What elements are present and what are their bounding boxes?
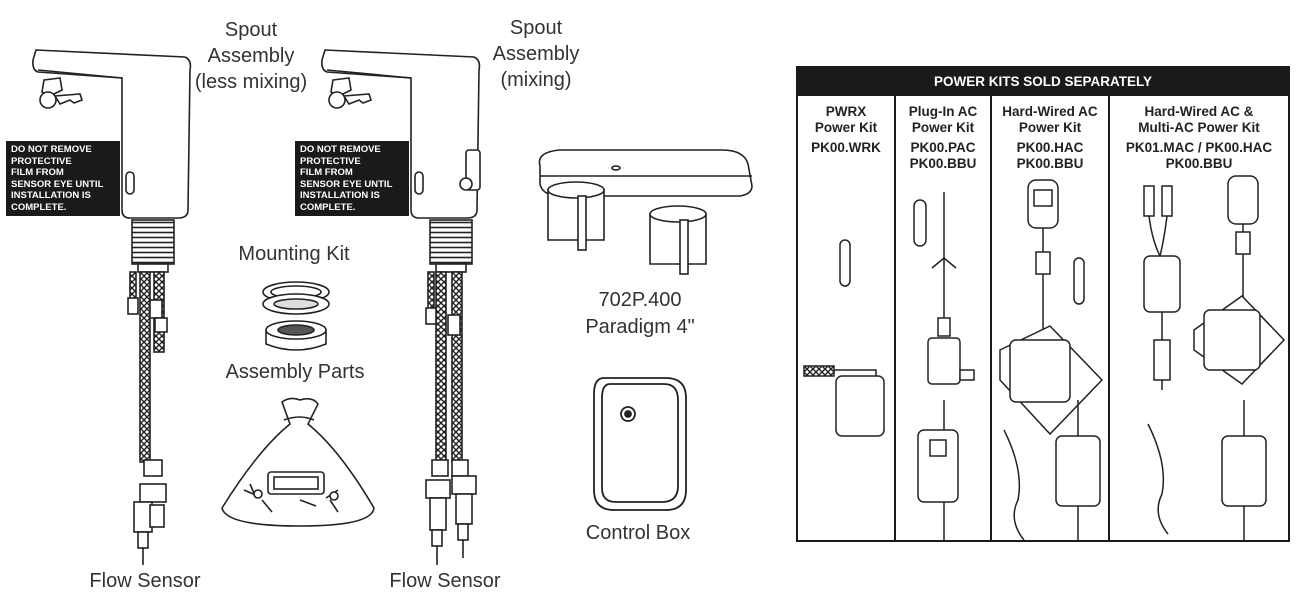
warning-line: DO NOT REMOVE <box>11 144 92 155</box>
kit-head-line: Power Kit <box>911 120 975 135</box>
kit-code: PK00.WRK <box>811 140 881 155</box>
warning-line: INSTALLATION IS <box>300 190 380 201</box>
mounting-kit-label: Mounting Kit <box>238 243 350 265</box>
warning-line: SENSOR EYE UNTIL <box>11 178 104 190</box>
spout-less-mixing-label: Spout Assembly (less mixing) <box>186 17 316 95</box>
kit-head-line: Power Kit <box>1018 120 1082 135</box>
warning-line: PROTECTIVE <box>11 155 72 167</box>
warning-line: INSTALLATION IS <box>11 190 91 201</box>
flow-sensor-label-2: Flow Sensor <box>389 570 501 592</box>
label-line: (mixing) <box>500 69 572 91</box>
kit-code: PK00.BBU <box>1016 156 1084 171</box>
label-line: Assembly <box>207 45 295 67</box>
kit-code: PK01.MAC / PK00.HAC <box>1125 140 1273 155</box>
power-kit-drawings <box>803 175 1286 541</box>
control-box-label: Control Box <box>585 522 691 544</box>
spout-assembly-less-mixing <box>32 49 192 565</box>
warning-label-1: DO NOT REMOVE PROTECTIVE FILM FROM SENSO… <box>6 141 120 216</box>
kit-head-line: Plug-In AC <box>908 104 978 119</box>
warning-line: FILM FROM <box>300 167 353 178</box>
warning-label-2: DO NOT REMOVE PROTECTIVE FILM FROM SENSO… <box>295 141 409 216</box>
kit-column-plug-in-ac: Plug-In AC Power Kit PK00.PAC PK00.BBU <box>896 96 992 540</box>
deck-plate-702P400 <box>538 149 753 275</box>
power-kits-table: POWER KITS SOLD SEPARATELY PWRX Power Ki… <box>796 66 1290 542</box>
warning-line: PROTECTIVE <box>300 155 361 167</box>
warning-line: COMPLETE. <box>11 201 67 213</box>
kit-code: PK00.HAC <box>1016 140 1084 155</box>
kit-column-hard-wired-ac: Hard-Wired AC Power Kit PK00.HAC PK00.BB… <box>992 96 1110 540</box>
kit-head-line: Multi-AC Power Kit <box>1138 120 1260 135</box>
spout-mixing-label: Spout Assembly (mixing) <box>476 15 596 93</box>
flow-sensor-label-1: Flow Sensor <box>89 570 201 592</box>
kit-column-pwrx: PWRX Power Kit PK00.WRK <box>798 96 896 540</box>
mounting-kit-parts <box>262 281 330 351</box>
plate-model-label: 702P.400 <box>598 289 682 311</box>
control-box <box>593 377 687 511</box>
assembly-parts-bag <box>221 397 375 527</box>
kit-head-line: Hard-Wired AC <box>1002 104 1098 119</box>
spout-assembly-mixing <box>321 49 481 565</box>
kit-code: PK00.BBU <box>909 156 977 171</box>
label-line: Spout <box>224 19 278 41</box>
warning-line: DO NOT REMOVE <box>300 144 381 155</box>
kit-head-line: PWRX <box>825 104 867 119</box>
label-line: Spout <box>509 17 563 39</box>
kit-code: PK00.BBU <box>1165 156 1233 171</box>
kit-head-line: Power Kit <box>814 120 878 135</box>
kit-column-multi-ac: Hard-Wired AC & Multi-AC Power Kit PK01.… <box>1110 96 1288 540</box>
power-kits-title: POWER KITS SOLD SEPARATELY <box>798 68 1288 96</box>
warning-line: COMPLETE. <box>300 201 356 213</box>
warning-line: FILM FROM <box>11 167 64 178</box>
label-line: (less mixing) <box>194 71 308 93</box>
kit-code: PK00.PAC <box>910 140 976 155</box>
warning-line: SENSOR EYE UNTIL <box>300 178 393 190</box>
assembly-parts-label: Assembly Parts <box>225 361 365 383</box>
plate-name-label: Paradigm 4" <box>585 316 695 338</box>
kit-head-line: Hard-Wired AC & <box>1144 104 1254 119</box>
label-line: Assembly <box>492 43 580 65</box>
